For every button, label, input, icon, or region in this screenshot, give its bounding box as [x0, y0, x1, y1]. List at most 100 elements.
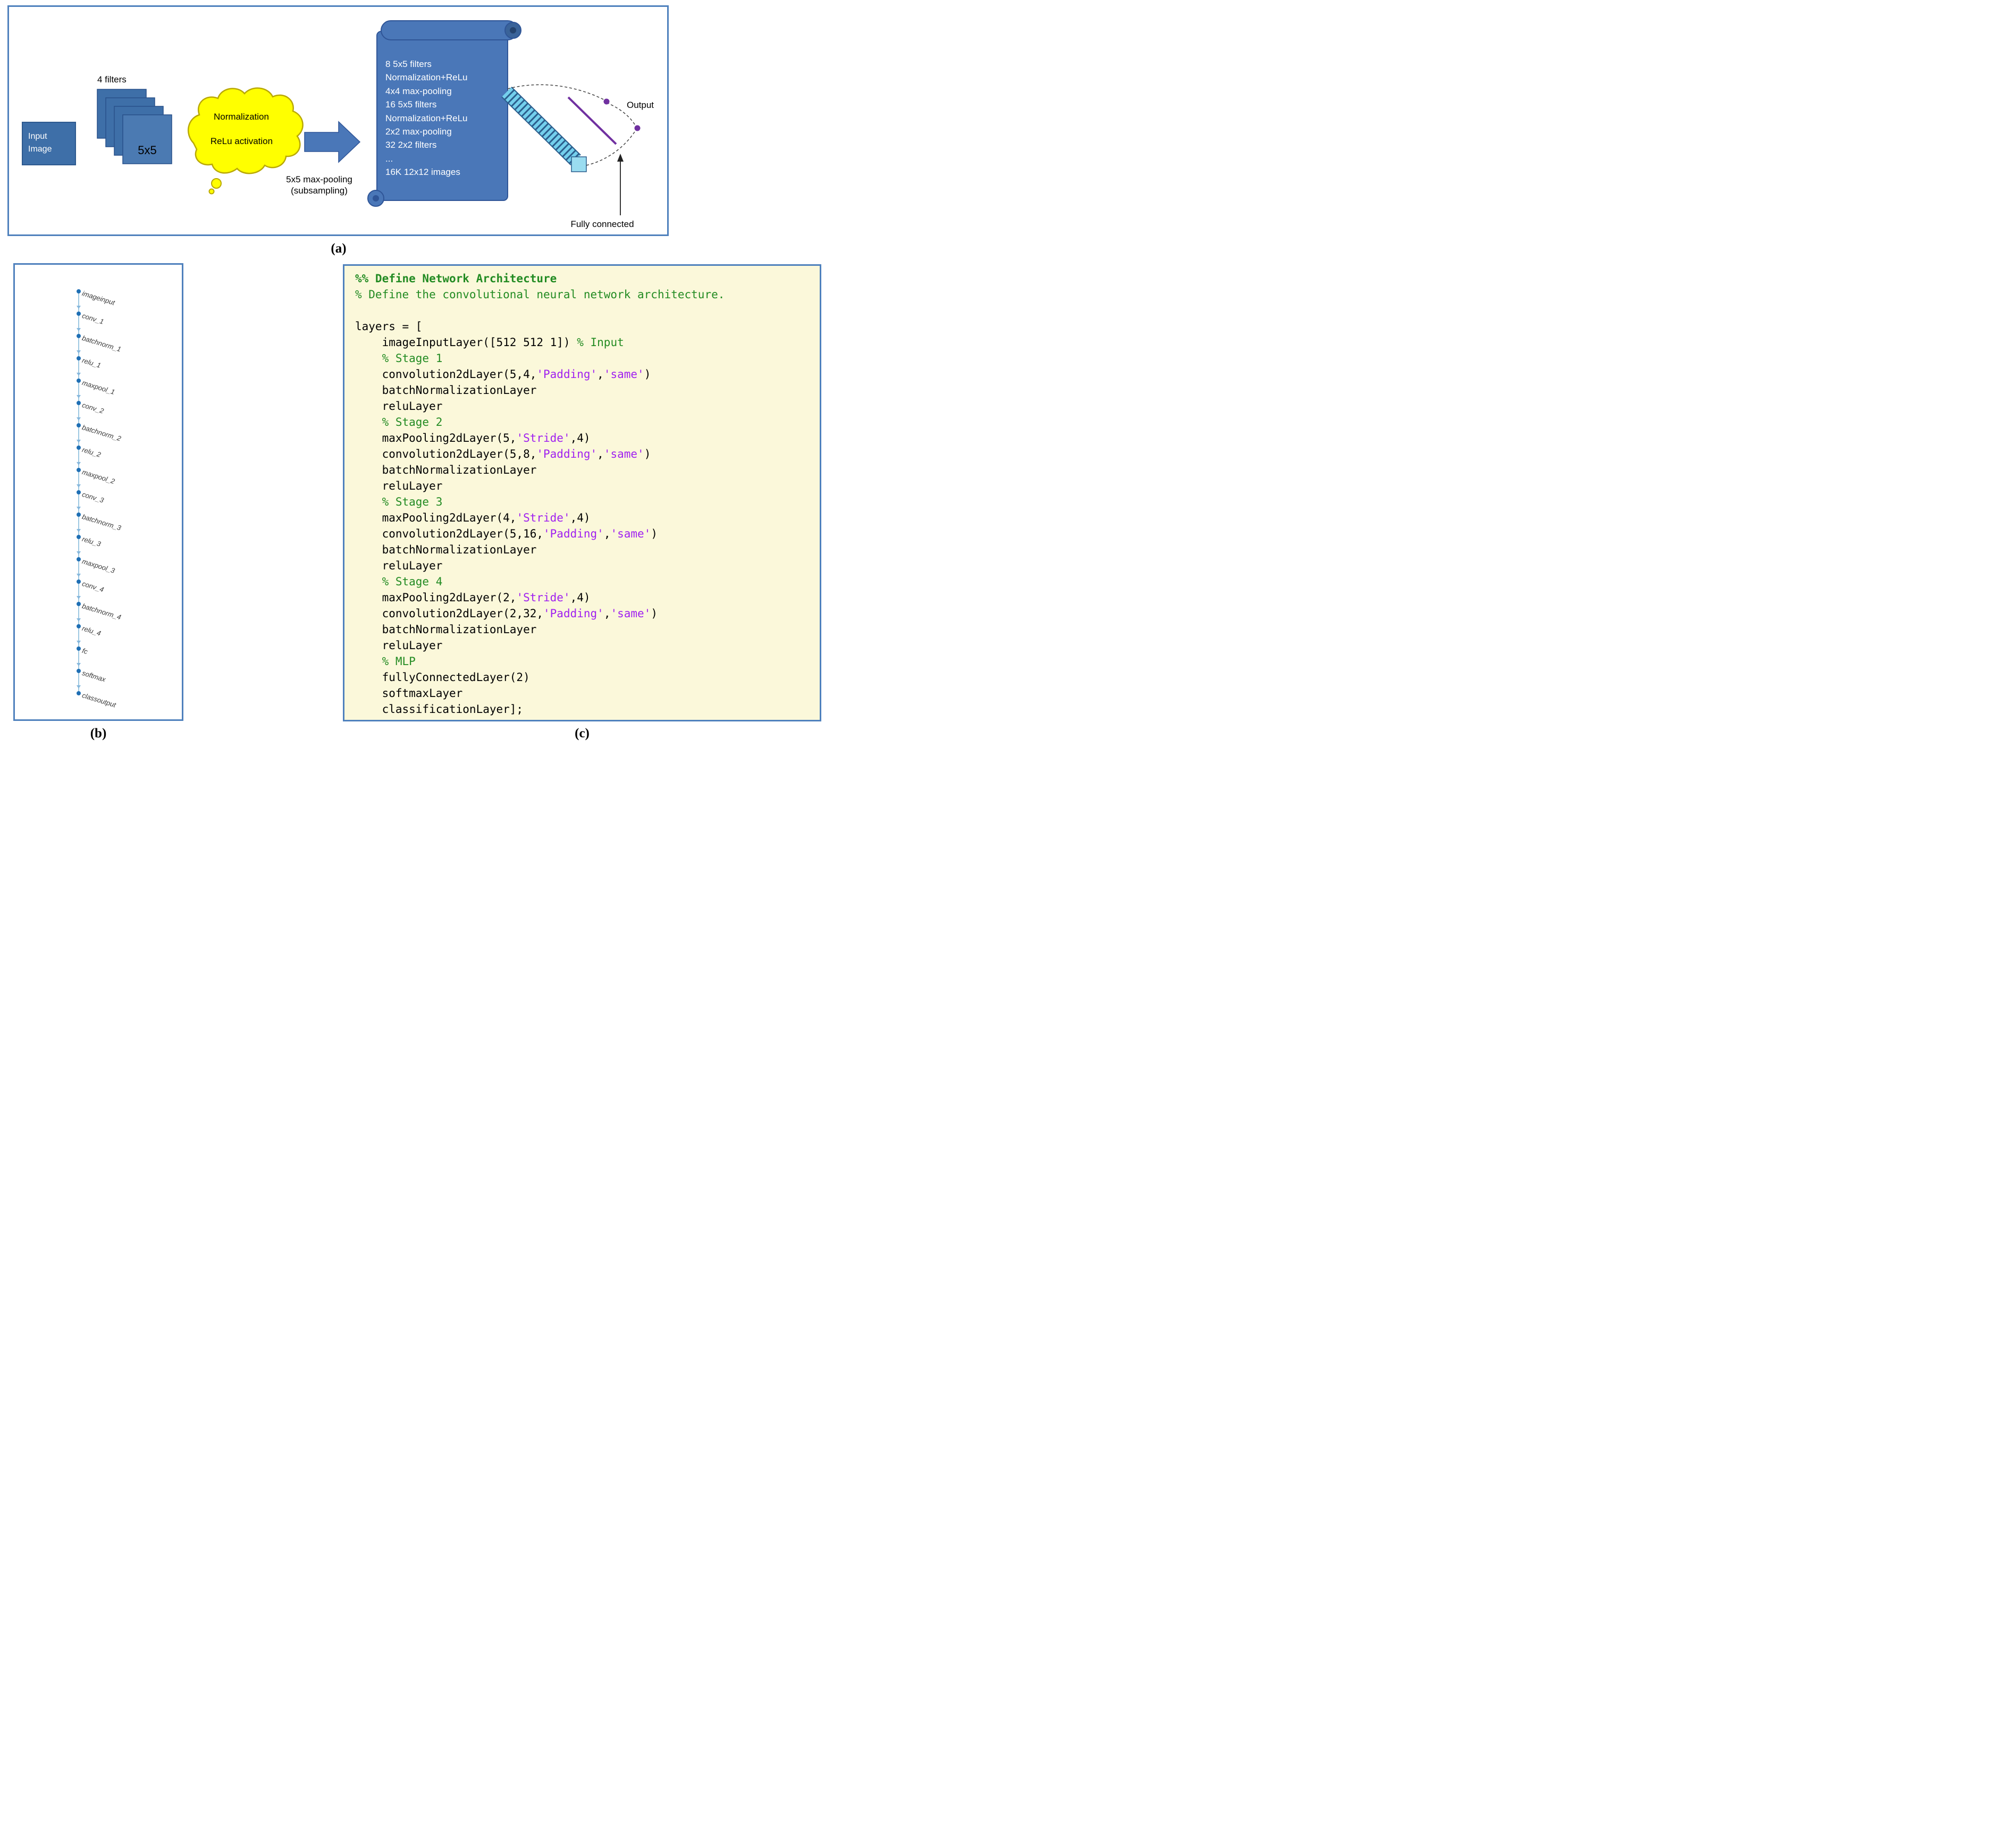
edge-arrow-icon	[77, 440, 81, 443]
edge-arrow-icon	[77, 417, 81, 421]
code-line: % Define the convolutional neural networ…	[355, 288, 820, 304]
layer-node-label: maxpool_1	[81, 379, 116, 396]
edge-arrow-icon	[77, 574, 81, 577]
code-text: maxPooling2dLayer(5,	[355, 432, 517, 444]
code-line: classificationLayer];	[355, 703, 820, 719]
edge-arrow-icon	[77, 395, 81, 398]
edge-arrow-icon	[77, 507, 81, 510]
layer-node-label: imageinput	[81, 289, 116, 307]
code-line: batchNormalizationLayer	[355, 623, 820, 639]
layer-node-dot	[77, 624, 81, 628]
code-text: ,4)	[570, 511, 591, 524]
scroll-line: ...	[385, 153, 393, 164]
code-comment: % Stage 1	[355, 352, 443, 365]
code-text: batchNormalizationLayer	[355, 384, 537, 397]
code-text: ,	[597, 368, 604, 381]
code-comment: % Stage 4	[355, 575, 443, 588]
layer-node-dot	[77, 602, 81, 606]
code-line: reluLayer	[355, 480, 820, 495]
code-line: % Stage 2	[355, 416, 820, 432]
caption-a: (a)	[331, 241, 347, 256]
edge-arrow-icon	[77, 373, 81, 376]
layer-node-label: conv_1	[81, 312, 105, 326]
output-node-icon	[634, 125, 641, 131]
code-text: classificationLayer];	[355, 703, 524, 716]
output-node-icon	[603, 98, 610, 105]
code-line: maxPooling2dLayer(4,'Stride',4)	[355, 511, 820, 527]
fully-connected-line	[567, 96, 617, 145]
code-string: 'Padding'	[536, 448, 597, 460]
code-line: reluLayer	[355, 559, 820, 575]
code-line: % Stage 4	[355, 575, 820, 591]
layer-node-label: relu_3	[81, 535, 102, 548]
code-line: batchNormalizationLayer	[355, 543, 820, 559]
code-line: reluLayer	[355, 400, 820, 416]
layer-node-dot	[77, 334, 81, 338]
scroll-line: Normalization+ReLu	[385, 113, 468, 123]
scroll-line: 32 2x2 filters	[385, 140, 437, 150]
code-string: 'Padding'	[543, 607, 604, 620]
code-text: layers = [	[355, 320, 423, 333]
code-line: maxPooling2dLayer(2,'Stride',4)	[355, 591, 820, 607]
code-string: 'same'	[610, 527, 651, 540]
cloud-relu-label: ReLu activation	[210, 136, 273, 146]
scroll-line: 8 5x5 filters	[385, 59, 432, 69]
edge-arrow-icon	[77, 685, 81, 688]
code-text: ,4)	[570, 591, 591, 604]
edge-arrow-icon	[77, 484, 81, 488]
panel-c-code: %% Define Network Architecture % Define …	[343, 264, 821, 721]
code-line: convolution2dLayer(5,16,'Padding','same'…	[355, 527, 820, 543]
code-text: convolution2dLayer(5,4,	[355, 368, 537, 381]
layer-node-dot	[77, 557, 81, 561]
layer-node-dot	[77, 423, 81, 427]
cloud-normalization-label: Normalization	[214, 112, 269, 122]
layer-node-label: relu_4	[81, 624, 102, 637]
code-text: )	[644, 448, 651, 460]
code-comment: % Stage 3	[355, 495, 443, 508]
edge-arrow-icon	[77, 328, 81, 331]
code-string: 'same'	[603, 368, 644, 381]
layer-node-dot	[77, 646, 81, 651]
layer-node-dot	[77, 691, 81, 695]
code-text: maxPooling2dLayer(2,	[355, 591, 517, 604]
layer-node-dot	[77, 535, 81, 539]
code-string: 'same'	[603, 448, 644, 460]
edge-arrow-icon	[77, 663, 81, 666]
code-section: %% Define Network Architecture	[355, 272, 557, 285]
code-line: convolution2dLayer(5,4,'Padding','same')	[355, 368, 820, 384]
layer-node-dot	[77, 669, 81, 673]
code-line: batchNormalizationLayer	[355, 464, 820, 480]
code-line: softmaxLayer	[355, 687, 820, 703]
code-line: % Stage 3	[355, 495, 820, 511]
layer-node-label: relu_1	[81, 356, 102, 369]
input-image-box: Input Image	[22, 122, 76, 165]
layer-node-dot	[77, 579, 81, 584]
code-string: 'Padding'	[543, 527, 604, 540]
code-text: batchNormalizationLayer	[355, 543, 537, 556]
architecture-diagram-canvas	[97, 20, 641, 215]
code-text: ,	[603, 607, 611, 620]
code-comment: % Stage 2	[355, 416, 443, 429]
code-text: convolution2dLayer(5,8,	[355, 448, 537, 460]
panel-a-architecture-diagram: Input Image 4 filters 5x5 Normalization …	[7, 5, 669, 236]
code-text: fullyConnectedLayer(2)	[355, 671, 530, 684]
code-text: )	[644, 368, 651, 381]
scroll-line: 2x2 max-pooling	[385, 126, 452, 137]
layer-node-dot	[77, 513, 81, 517]
code-line	[355, 304, 820, 320]
layer-node-label: classoutput	[81, 691, 117, 709]
scroll-line: 16K 12x12 images	[385, 167, 460, 178]
layer-node-dot	[77, 446, 81, 450]
code-text: imageInputLayer([512 512 1])	[355, 336, 577, 349]
layer-node-label: batchnorm_2	[81, 423, 122, 443]
cloud-shape-icon	[188, 87, 304, 195]
code-text: reluLayer	[355, 639, 443, 652]
layer-node-label: maxpool_3	[81, 557, 116, 575]
layer-node-dot	[77, 468, 81, 472]
scroll-text-block: 8 5x5 filters Normalization+ReLu 4x4 max…	[385, 59, 505, 181]
layer-node-dot	[77, 312, 81, 316]
scroll-line: 4x4 max-pooling	[385, 86, 452, 96]
feature-map-ribbon-icon	[501, 87, 587, 172]
code-text: maxPooling2dLayer(4,	[355, 511, 517, 524]
layer-node-label: batchnorm_1	[81, 334, 122, 354]
